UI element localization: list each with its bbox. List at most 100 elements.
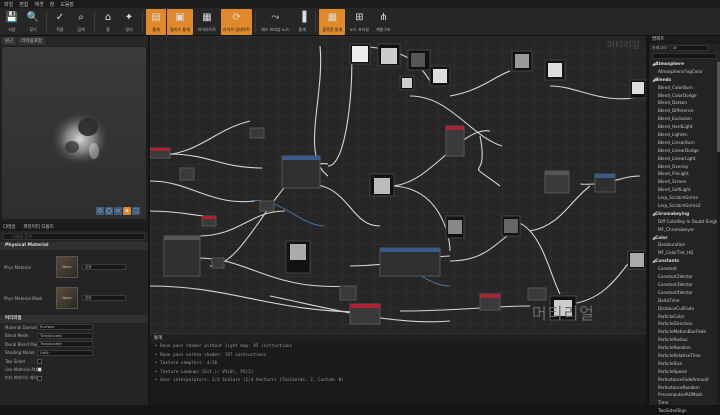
- palette-category[interactable]: ◢Constants: [652, 258, 679, 264]
- palette-item[interactable]: ParticleRelativeTime: [658, 352, 701, 358]
- toolbar-button-10[interactable]: ⤳헤드 프리뷰 노드: [259, 9, 291, 35]
- menu-item-0[interactable]: 파일: [4, 1, 14, 8]
- palette-search-input[interactable]: [652, 53, 717, 59]
- palette-item[interactable]: Desaturation: [658, 242, 686, 248]
- palette-item[interactable]: Blend_Lighten: [658, 132, 688, 138]
- toolbar-button-3[interactable]: ⌕검색: [71, 9, 91, 35]
- property-checkbox[interactable]: [37, 358, 42, 364]
- details-search-input[interactable]: 디테일 검색: [3, 233, 145, 240]
- palette-item[interactable]: Blend_Exclusion: [658, 116, 692, 122]
- palette-item[interactable]: ParticleMotionBlurFade: [658, 329, 706, 335]
- palette-item[interactable]: DeltaTime: [658, 297, 680, 303]
- material-preview-viewport[interactable]: ⬡◯▭◉⛶: [2, 47, 146, 219]
- property-dropdown[interactable]: Unlit: [37, 349, 93, 356]
- palette-item[interactable]: Constant4Vector: [658, 289, 693, 295]
- palette-item[interactable]: Blend_LinearDodge: [658, 147, 699, 153]
- palette-item[interactable]: ParticleRadius: [658, 337, 688, 343]
- palette-item[interactable]: Lerp_ScratchGrime: [658, 195, 698, 201]
- palette-item[interactable]: Blend_LinearLight: [658, 155, 696, 161]
- section-material[interactable]: 머티리얼: [0, 315, 148, 323]
- property-dropdown[interactable]: Translucent: [37, 332, 93, 339]
- palette-item[interactable]: DistanceCullFade: [658, 305, 695, 311]
- phys-material-mask-thumbnail[interactable]: None: [56, 287, 78, 309]
- property-checkbox[interactable]: [37, 367, 42, 373]
- palette-category[interactable]: ◢Atmosphere: [652, 61, 684, 66]
- palette-item[interactable]: Blend_HardLight: [658, 124, 693, 130]
- palette-item[interactable]: ParticleSize: [658, 360, 683, 366]
- palette-item[interactable]: ParticleDirection: [658, 321, 693, 327]
- material-graph-canvas[interactable]: 머티리얼 머티리얼: [150, 36, 646, 333]
- palette-item[interactable]: TwoSidedSign: [658, 408, 687, 414]
- toolbar-button-4[interactable]: ⌂홈: [98, 9, 118, 35]
- palette-item[interactable]: PrecomputedAOMask: [658, 392, 703, 398]
- menu-item-4[interactable]: 도움말: [60, 1, 75, 8]
- phys-material-row: Phys Material None 없음: [0, 253, 148, 281]
- toolbar-separator: [46, 10, 47, 33]
- toolbar-button-1[interactable]: 🔍찾기: [23, 9, 43, 35]
- palette-item[interactable]: Blend_ColorBurn: [658, 84, 693, 90]
- preview-shape-button-3[interactable]: ◉: [123, 207, 131, 215]
- preview-shape-button-0[interactable]: ⬡: [96, 207, 104, 215]
- palette-item[interactable]: MF_Chromakeyer: [658, 226, 695, 232]
- property-dropdown[interactable]: Translucent: [37, 341, 93, 348]
- viewport-mode-perspective[interactable]: 원근: [2, 37, 17, 45]
- palette-category[interactable]: ◢Color: [652, 234, 668, 240]
- tab-details[interactable]: 디테일: [3, 224, 16, 230]
- toolbar-button-6[interactable]: ▤통계: [146, 8, 166, 35]
- tab-parameter-defaults[interactable]: 파라미터 디폴트: [23, 224, 54, 230]
- palette-item[interactable]: Blend_PinLight: [658, 171, 689, 177]
- phys-material-thumbnail[interactable]: None: [56, 256, 78, 278]
- palette-item[interactable]: Blend_Darken: [658, 100, 688, 106]
- palette-category[interactable]: ◢Chromakeying: [652, 210, 690, 216]
- menu-item-3[interactable]: 창: [49, 1, 55, 8]
- palette-item[interactable]: MF_ColorTint_HQ: [658, 250, 694, 256]
- palette-item[interactable]: Blend_LinearBurn: [658, 139, 695, 145]
- toolbar-button-12[interactable]: ▦플랫폼 통계: [319, 8, 346, 35]
- phys-material-mask-dropdown[interactable]: 없음: [82, 295, 126, 301]
- viewport-mode-lit[interactable]: 라이팅포함: [18, 37, 45, 45]
- phys-material-dropdown[interactable]: 없음: [82, 264, 126, 270]
- palette-item[interactable]: Constant: [658, 266, 677, 272]
- section-physical-material[interactable]: Physical Material: [0, 242, 148, 250]
- toolbar-button-14[interactable]: ⋔계층구조: [373, 9, 393, 35]
- palette-item[interactable]: Constant3Vector: [658, 281, 693, 287]
- property-dropdown[interactable]: Surface: [37, 324, 93, 331]
- palette-item[interactable]: ParticleRandom: [658, 345, 691, 351]
- tab-stats[interactable]: 통계: [150, 334, 646, 343]
- palette-item[interactable]: Blend_ColorDodge: [658, 92, 697, 98]
- palette-category-dropdown[interactable]: All: [669, 45, 708, 51]
- palette-item[interactable]: Lerp_ScratchGrime2: [658, 203, 701, 209]
- palette-category[interactable]: ◢Blends: [652, 76, 672, 82]
- palette-item[interactable]: PerInstanceRandom: [658, 384, 700, 390]
- property-checkbox[interactable]: [37, 375, 42, 381]
- palette-item[interactable]: PerInstanceFadeAmount: [658, 376, 709, 382]
- toolbar-button-2[interactable]: ✓적용: [50, 9, 70, 35]
- palette-item[interactable]: Time: [658, 400, 669, 406]
- palette-item[interactable]: Blend_Screen: [658, 179, 687, 185]
- palette-item[interactable]: Blend_Overlay: [658, 163, 689, 169]
- toolbar-button-9[interactable]: ⟳라이브 업데이트: [221, 8, 253, 35]
- toolbar-button-13[interactable]: ⊞노드 프리뷰: [346, 9, 372, 35]
- palette-item[interactable]: AtmosphericFogColor: [658, 68, 703, 74]
- toolbar-button-5[interactable]: ✦정리: [119, 9, 139, 35]
- preview-shape-button-4[interactable]: ⛶: [132, 207, 140, 215]
- tab-palette[interactable]: 팔레트: [649, 36, 720, 44]
- menu-item-1[interactable]: 편집: [19, 1, 29, 8]
- toolbar-button-8[interactable]: ▦하이라이트: [194, 9, 220, 35]
- palette-item[interactable]: ParticleSpeed: [658, 368, 687, 374]
- palette-item[interactable]: ParticleColor: [658, 313, 685, 319]
- toolbar-button-11[interactable]: ▐통계: [292, 9, 312, 35]
- menu-item-2[interactable]: 에셋: [34, 1, 44, 8]
- palette-item[interactable]: Blend_Difference: [658, 108, 694, 114]
- hierarchy-icon: ⋔: [379, 11, 388, 23]
- palette-item[interactable]: Blend_SoftLight: [658, 187, 691, 193]
- preview-shape-button-1[interactable]: ◯: [105, 207, 113, 215]
- preview-shape-button-2[interactable]: ▭: [114, 207, 122, 215]
- search-icon: ⌕: [78, 11, 84, 23]
- toolbar-button-7[interactable]: ▣릴리즈 통계: [167, 8, 193, 35]
- palette-item[interactable]: Constant2Vector: [658, 274, 693, 280]
- toolbar-button-0[interactable]: 💾저장: [2, 9, 22, 35]
- palette-item[interactable]: Diff ColorKey In Doubt Single: [658, 218, 719, 224]
- palette-scrollbar[interactable]: [717, 62, 720, 402]
